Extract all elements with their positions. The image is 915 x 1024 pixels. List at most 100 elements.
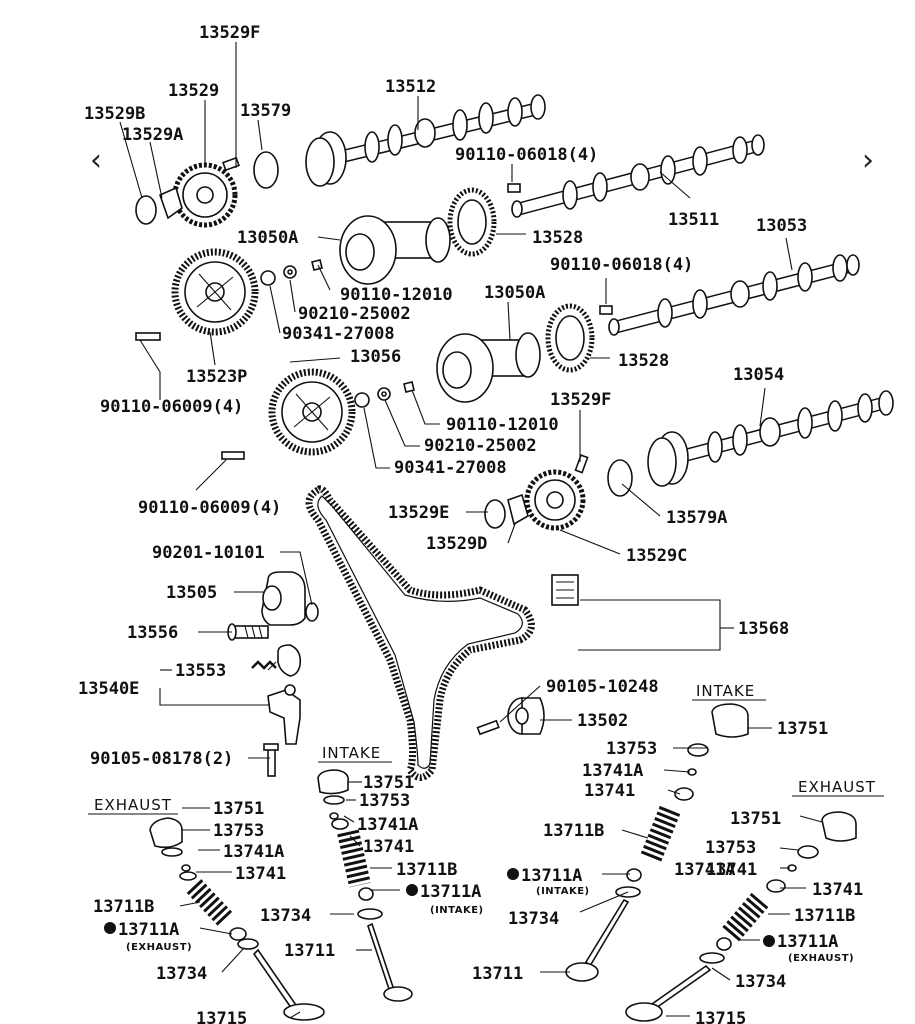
part-label: 13711A	[777, 932, 838, 952]
part-label: 13741A	[582, 761, 643, 781]
part-label: 13734	[260, 906, 311, 926]
part-label: 13734	[156, 964, 207, 984]
part-label: 13529F	[550, 390, 611, 410]
part-label: 13751	[730, 809, 781, 829]
section-intake-center: INTAKE	[322, 744, 381, 762]
part-label: 13734	[735, 972, 786, 992]
part-label: 13711	[472, 964, 523, 984]
bullet-markers	[104, 868, 775, 947]
part-label: 13753	[606, 739, 657, 759]
part-label: 13715	[695, 1009, 746, 1024]
part-label: 13711B	[794, 906, 855, 926]
part-label: 13753	[359, 791, 410, 811]
part-label: 13579A	[666, 508, 727, 528]
part-label: 13050A	[484, 283, 545, 303]
part-label: 13741	[363, 837, 414, 857]
valve-train-right-intake	[565, 703, 749, 982]
idler-13502	[476, 697, 545, 736]
section-intake-top-right: INTAKE	[696, 682, 755, 700]
gear-13528-upper	[447, 187, 497, 257]
part-label: 13512	[385, 77, 436, 97]
section-headings: INTAKE INTAKE EXHAUST EXHAUST	[88, 682, 884, 815]
part-label: 13528	[532, 228, 583, 248]
gear-13528-lower	[545, 303, 595, 373]
tensioner-assembly	[227, 571, 319, 777]
part-label: 13741	[235, 864, 286, 884]
part-label: 90110-06009(4)	[100, 397, 243, 417]
vvt-actuator-lower	[436, 332, 541, 403]
part-label: 13579	[240, 101, 291, 121]
part-label: 13734	[508, 909, 559, 929]
part-label: 13751	[777, 719, 828, 739]
part-label: 13711A	[521, 866, 582, 886]
sprocket-13529	[172, 162, 238, 228]
part-label: 13753	[705, 838, 756, 858]
part-label: 13753	[213, 821, 264, 841]
part-label: 90105-10248	[546, 677, 659, 697]
camshaft-13053	[608, 254, 860, 336]
vvt-actuator-upper	[339, 215, 451, 285]
part-label: 13056	[350, 347, 401, 367]
note-intake-b: (INTAKE)	[430, 905, 484, 916]
part-label: 90110-06018(4)	[550, 255, 693, 275]
part-labels: 13529F 13529 13579 13512 13529B 13529A 9…	[78, 23, 863, 1024]
part-label: 13502	[577, 711, 628, 731]
part-label: 90105-08178(2)	[90, 749, 233, 769]
part-label: 13556	[127, 623, 178, 643]
part-label: 13505	[166, 583, 217, 603]
part-label: 90341-27008	[282, 324, 395, 344]
part-label: 90110-12010	[446, 415, 559, 435]
camshaft-13511	[511, 134, 765, 218]
part-label: 13741A	[674, 860, 735, 880]
notes: (INTAKE) (INTAKE) (EXHAUST) (EXHAUST)	[126, 886, 854, 964]
note-exhaust-b: (EXHAUST)	[788, 953, 854, 964]
part-label: 13715	[196, 1009, 247, 1024]
part-label: 13529	[168, 81, 219, 101]
part-label: 90210-25002	[298, 304, 411, 324]
part-label: 13711B	[543, 821, 604, 841]
part-label: 13568	[738, 619, 789, 639]
previous-arrow-icon[interactable]: ‹	[90, 142, 102, 178]
part-label: 13511	[668, 210, 719, 230]
part-label: 13711A	[420, 882, 481, 902]
camshaft-13512	[305, 94, 546, 187]
timing-belt-13568	[305, 485, 579, 781]
part-label: 90110-12010	[340, 285, 453, 305]
part-label: 13751	[213, 799, 264, 819]
part-label: 13741	[812, 880, 863, 900]
part-label: 13053	[756, 216, 807, 236]
camshaft-13054	[647, 390, 894, 487]
part-label: 13741	[584, 781, 635, 801]
part-label: 90341-27008	[394, 458, 507, 478]
part-label: 90110-06018(4)	[455, 145, 598, 165]
note-intake-a: (INTAKE)	[536, 886, 590, 897]
part-label: 13054	[733, 365, 784, 385]
part-label: 13711B	[93, 897, 154, 917]
part-label: 90210-25002	[424, 436, 537, 456]
part-label: 13528	[618, 351, 669, 371]
sprocket-13529c	[524, 469, 586, 531]
section-exhaust-right: EXHAUST	[798, 778, 876, 796]
note-exhaust-a: (EXHAUST)	[126, 942, 192, 953]
part-label: 13529C	[626, 546, 687, 566]
leader-lines	[119, 42, 823, 1019]
section-exhaust-left: EXHAUST	[94, 796, 172, 814]
part-label: 13529A	[122, 125, 183, 145]
part-label: 13741	[706, 860, 757, 880]
part-label: 13523P	[186, 367, 247, 387]
part-label: 13540E	[78, 679, 139, 699]
part-label: 90201-10101	[152, 543, 265, 563]
part-label: 13529E	[388, 503, 449, 523]
part-label: 13711A	[118, 920, 179, 940]
pulley-13056	[268, 368, 356, 456]
part-label: 13751	[363, 773, 414, 793]
valve-train-right-exhaust	[625, 811, 857, 1022]
part-label: 13741A	[357, 815, 418, 835]
pulley-13523p	[171, 248, 259, 336]
part-label: 13741A	[223, 842, 284, 862]
part-label: 13529F	[199, 23, 260, 43]
part-label: 90110-06009(4)	[138, 498, 281, 518]
part-label: 13553	[175, 661, 226, 681]
next-arrow-icon[interactable]: ›	[862, 142, 874, 178]
